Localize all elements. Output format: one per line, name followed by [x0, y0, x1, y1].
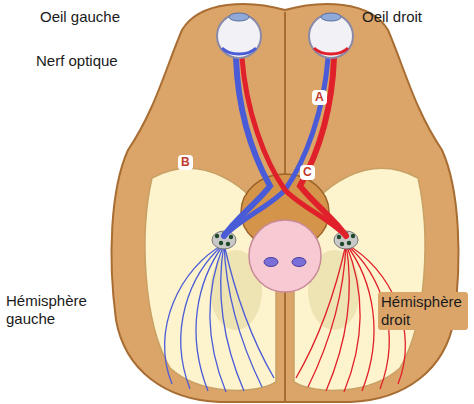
nucleus: [292, 258, 306, 267]
eye-label: Oeil gauche: [40, 8, 120, 26]
eye-label: Oeil droit: [362, 8, 422, 26]
hemisphere-label: Hémisphère droit: [378, 292, 468, 330]
hemisphere-label: Hémisphère gauche: [6, 292, 106, 328]
left-eye: [217, 13, 261, 58]
brain-outline: [112, 4, 459, 402]
optic-radiation-left: [165, 244, 274, 392]
optic-pathways: [224, 58, 346, 236]
synapse-dots: [215, 232, 355, 246]
callout-letter: B: [178, 155, 193, 170]
callout-letter: A: [312, 90, 327, 105]
brainstem: [249, 220, 321, 292]
nucleus: [264, 258, 278, 267]
callout-letter: C: [300, 165, 315, 180]
right-eye: [309, 13, 353, 58]
nerve-label: Nerf optique: [36, 52, 118, 70]
